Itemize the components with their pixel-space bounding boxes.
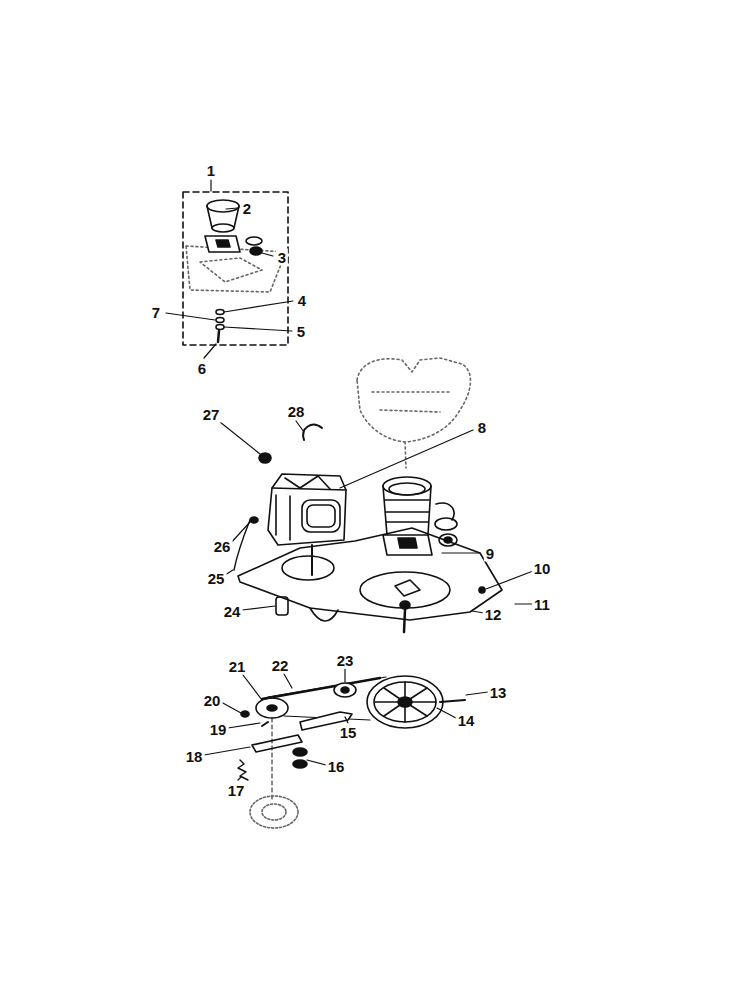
callout-number: 19 [208, 721, 229, 738]
callout-number: 15 [338, 724, 359, 741]
callout-number: 11 [532, 596, 552, 613]
callout-number: 6 [196, 360, 208, 377]
clip [259, 453, 271, 463]
motor [268, 474, 346, 575]
retaining-ring [303, 425, 322, 440]
callout-number: 1 [205, 162, 217, 179]
wire [234, 520, 250, 570]
gear-outline [250, 796, 298, 828]
callout-number: 27 [201, 406, 222, 423]
tub-outline [357, 358, 470, 468]
callout-number: 24 [222, 603, 243, 620]
group-bracket [183, 192, 288, 345]
callout-number: 17 [226, 782, 247, 799]
callout-number: 26 [212, 538, 233, 555]
callout-number: 23 [335, 652, 356, 669]
callout-number: 28 [286, 403, 307, 420]
callout-number: 16 [326, 758, 347, 775]
callout-number: 21 [227, 658, 248, 675]
callout-number: 8 [476, 419, 488, 436]
belt-drive [238, 676, 465, 800]
callout-number: 7 [150, 304, 162, 321]
callout-number: 20 [202, 692, 223, 709]
callout-number: 10 [532, 560, 553, 577]
leader-lines [166, 180, 533, 780]
callout-number: 13 [488, 684, 509, 701]
callout-number: 9 [484, 545, 496, 562]
callout-number: 25 [206, 570, 227, 587]
callout-number: 12 [483, 606, 504, 623]
plate-boss [360, 572, 450, 608]
callout-number: 3 [276, 249, 288, 266]
spacer [276, 597, 288, 615]
callout-number: 14 [456, 712, 477, 729]
callout-number: 22 [270, 657, 291, 674]
callout-number: 5 [295, 323, 307, 340]
callout-number: 2 [241, 200, 253, 217]
transmission [383, 477, 457, 555]
inset-parts [186, 200, 286, 342]
callout-number: 18 [184, 748, 205, 765]
callout-number: 4 [296, 292, 308, 309]
